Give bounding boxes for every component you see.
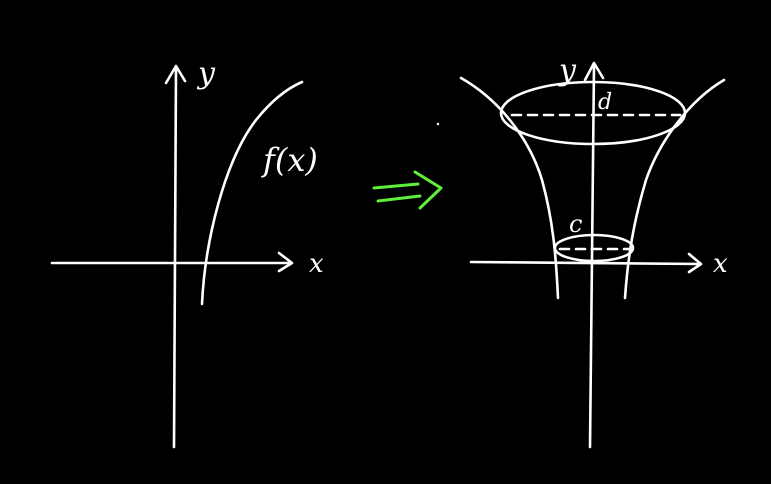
implies-arrow-head (413, 170, 443, 210)
stray-ink-dot (436, 122, 440, 126)
left-y-axis-label: y (196, 56, 216, 91)
implies-arrow-icon (372, 170, 443, 210)
surface-left-outline (459, 76, 560, 300)
right-x-axis-arrowhead-icon (687, 252, 703, 274)
left-y-axis (172, 66, 178, 449)
implies-arrow-upper-line (372, 182, 420, 190)
function-curve (200, 80, 304, 306)
lower-cross-section (553, 233, 635, 263)
left-x-axis-arrowhead-icon (277, 251, 294, 273)
function-label: f(x) (261, 141, 318, 179)
right-y-axis-arrowhead-icon (583, 61, 605, 82)
left-graph: y x f(x) (50, 56, 324, 449)
right-x-axis-label: x (713, 249, 728, 279)
right-graph: y x c d (459, 53, 728, 449)
left-x-axis-label: x (309, 249, 324, 279)
left-y-axis-arrowhead-icon (164, 64, 187, 85)
surface-right-outline (623, 78, 726, 300)
upper-cross-section (499, 80, 687, 146)
right-y-axis (588, 64, 596, 449)
upper-bound-label: d (598, 90, 612, 115)
lower-bound-label: c (569, 210, 582, 238)
implies-arrow-lower-line (376, 194, 422, 203)
right-x-axis (469, 260, 702, 266)
right-y-axis-label: y (557, 53, 577, 88)
